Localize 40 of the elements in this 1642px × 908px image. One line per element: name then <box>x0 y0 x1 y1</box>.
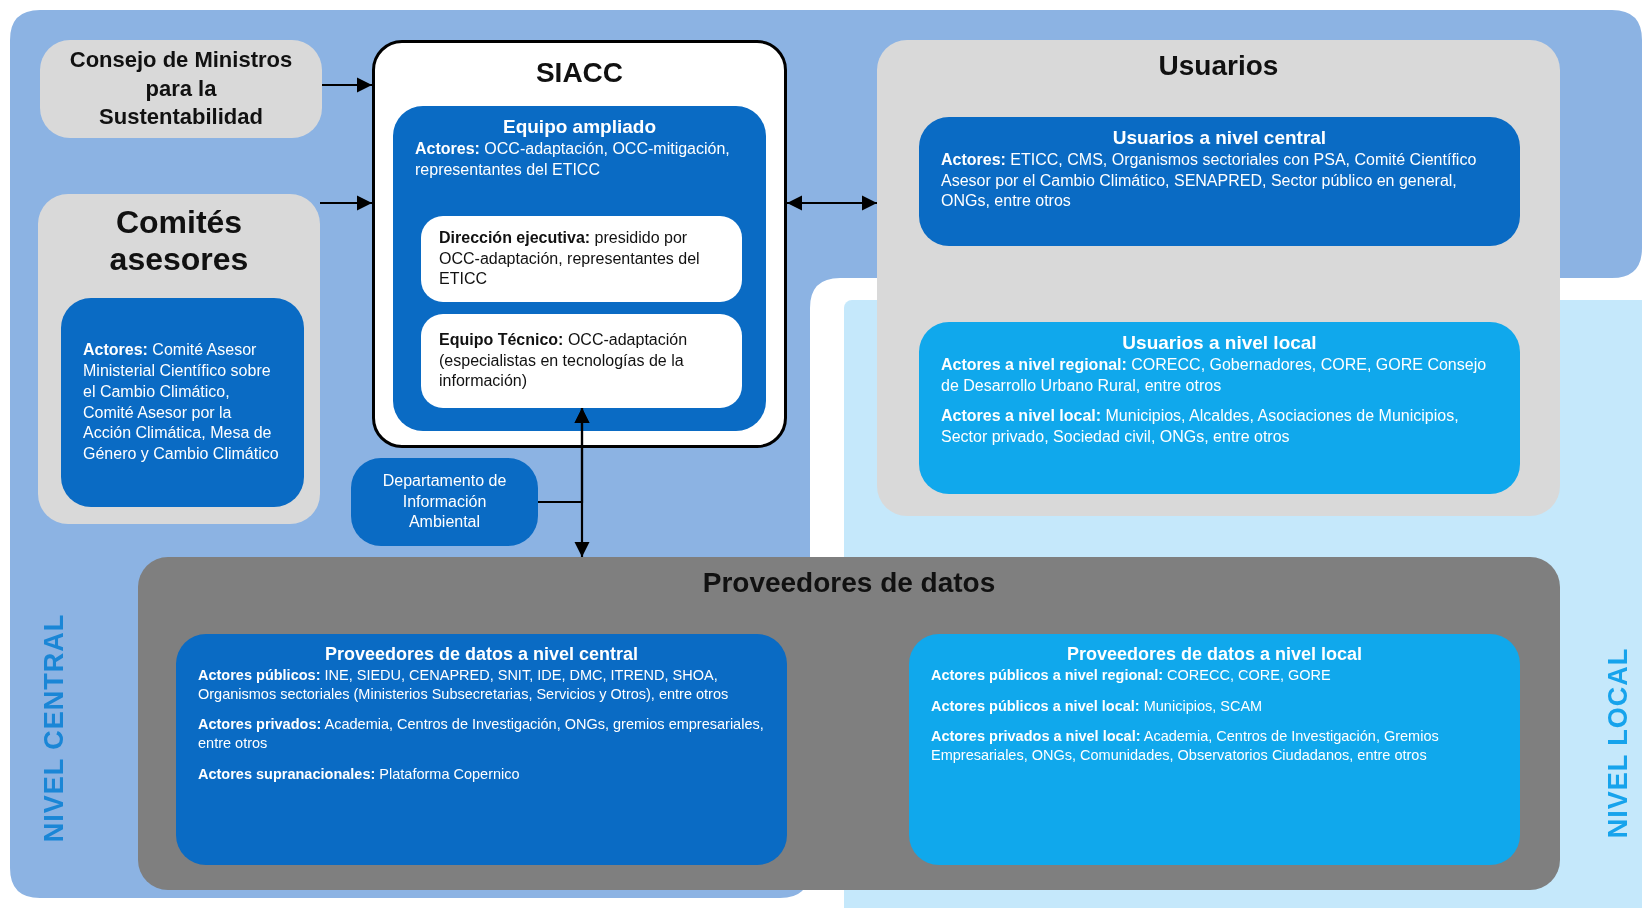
heading: SIACC <box>534 57 625 90</box>
process-box <box>40 40 322 138</box>
system-panel <box>372 40 787 448</box>
arrow <box>322 77 372 93</box>
actor-box <box>919 117 1520 246</box>
team-panel <box>393 106 766 431</box>
description: Equipo Técnico: OCC-adaptación (especialistas en tecnologías de la información) <box>439 329 689 392</box>
description: Actores públicos a nivel local: Municipios, SCAM <box>931 696 1264 716</box>
group-panel <box>38 194 320 524</box>
description: Actores privados: Academia, Centros de Investigación, ONGs, gremios empresariales, entre otros <box>198 715 765 754</box>
description: Actores públicos a nivel regional: CORECC, CORE, GORE <box>931 665 1332 685</box>
arrow <box>538 408 590 504</box>
heading: Proveedores de datos a nivel local <box>1065 644 1364 665</box>
actor-box <box>176 634 787 865</box>
description: Actores públicos: INE, SIEDU, CENAPRED, SNIT, IDE, DMC, ITREND, SHOA, Organismos sectoriales (Ministerios Subsecretarias, Servicios y Otros), entre otros <box>198 665 730 704</box>
description: Actores supranacionales: Plataforma Copernico <box>198 765 521 784</box>
arrow <box>320 195 372 211</box>
level-label: NIVEL LOCAL <box>1602 647 1634 839</box>
heading: Equipo ampliado <box>501 116 658 138</box>
process-box <box>351 458 538 546</box>
role-box <box>421 216 742 302</box>
description: Actores privados a nivel local: Academia, Centros de Investigación, Gremios Empresariales, ONGs, Comunidades, Observatorios Ciudadanos, entre otros <box>931 727 1440 766</box>
description: Actores: ETICC, CMS, Organismos sectoriales con PSA, Comité Científico Asesor por el Cambio Climático, SENAPRED, Sector público en general, ONGs, entre otros <box>941 149 1478 212</box>
heading: Proveedores de datos <box>701 567 997 600</box>
description: Actores a nivel regional: CORECC, Gobernadores, CORE, GORE Consejo de Desarrollo Urbano Rural, entre otros <box>941 354 1488 396</box>
role-box <box>421 314 742 408</box>
heading: Usuarios <box>1157 50 1280 83</box>
description: Departamento de Información Ambiental <box>381 470 508 533</box>
arrow <box>787 195 877 211</box>
heading: Usuarios a nivel central <box>1111 127 1328 149</box>
description: Actores a nivel local: Municipios, Alcaldes, Asociaciones de Municipios, Sector privado, Sociedad civil, ONGs, entre otros <box>941 406 1460 448</box>
description: Consejo de Ministros para la Sustentabilidad <box>68 46 294 132</box>
heading: Comités asesores <box>108 204 250 278</box>
description: Actores: OCC-adaptación, OCC-mitigación, representantes del ETICC <box>415 138 731 180</box>
actor-box <box>61 298 304 507</box>
description: Dirección ejecutiva: presidido por OCC-adaptación, representantes del ETICC <box>439 227 701 290</box>
description: Actores: Comité Asesor Ministerial Científico sobre el Cambio Climático, Comité Asesor por la Acción Climática, Mesa de Género y Cambio Climático <box>83 340 280 465</box>
level-label: NIVEL CENTRAL <box>38 613 70 843</box>
heading: Usuarios a nivel local <box>1121 332 1318 354</box>
heading: Proveedores de datos a nivel central <box>323 644 640 665</box>
